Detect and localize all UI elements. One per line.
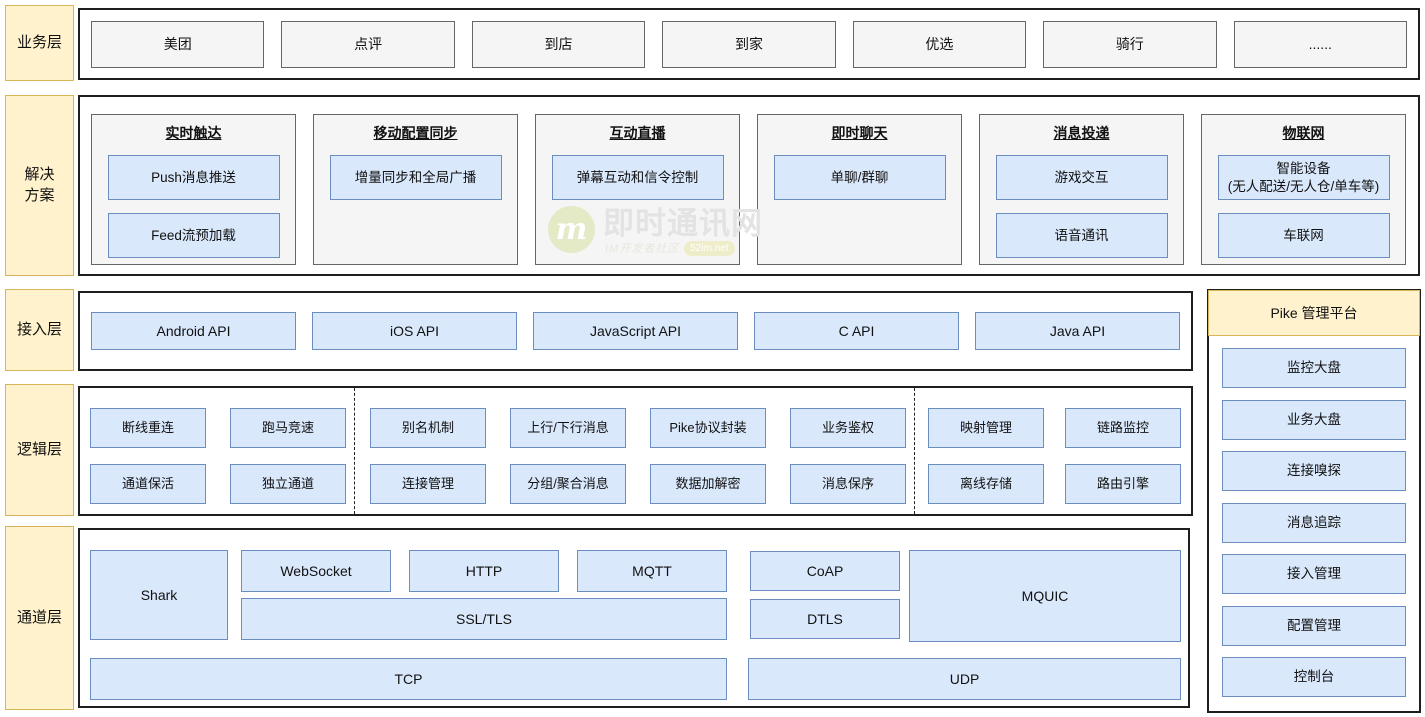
layer-label-business: 业务层: [5, 5, 74, 81]
logic-item: 业务鉴权: [790, 408, 906, 448]
pike-item: 控制台: [1222, 657, 1406, 697]
solution-item: 增量同步和全局广播: [329, 155, 502, 200]
pike-item: 连接嗅探: [1222, 451, 1406, 491]
business-item: 点评: [281, 20, 455, 68]
solution-card: 互动直播 弹幕互动和信令控制: [535, 114, 740, 265]
business-item: 美团: [91, 20, 265, 68]
pike-item: 接入管理: [1222, 554, 1406, 594]
business-item: 到家: [662, 20, 836, 68]
solution-item: 弹幕互动和信令控制: [551, 155, 724, 200]
business-item: 骑行: [1043, 20, 1217, 68]
solution-item: 语音通讯: [995, 213, 1168, 258]
logic-item: 跑马竞速: [230, 408, 346, 448]
api-item: Android API: [91, 312, 296, 350]
layer-label-logic: 逻辑层: [5, 384, 74, 516]
logic-item: 消息保序: [790, 464, 906, 504]
solution-item: Feed流预加载: [107, 213, 280, 258]
solution-card-title: 实时触达: [165, 125, 222, 141]
access-layer-frame: Android API iOS API JavaScript API C API…: [78, 291, 1193, 371]
dashed-separator: [354, 388, 355, 514]
logic-item: 别名机制: [370, 408, 486, 448]
solution-card-title: 互动直播: [609, 125, 666, 141]
channel-item-websocket: WebSocket: [241, 550, 391, 592]
layer-label-channel: 通道层: [5, 526, 74, 710]
pike-panel-items: 监控大盘 业务大盘 连接嗅探 消息追踪 接入管理 配置管理 控制台: [1209, 348, 1419, 697]
pike-item: 业务大盘: [1222, 399, 1406, 440]
solution-item: 智能设备 (无人配送/无人仓/单车等): [1217, 155, 1390, 200]
business-layer-frame: 美团 点评 到店 到家 优选 骑行 ......: [78, 8, 1420, 80]
solution-item: 游戏交互: [995, 155, 1168, 200]
solutions-layer-frame: 实时触达 Push消息推送 Feed流预加载 移动配置同步 增量同步和全局广播 …: [78, 95, 1420, 276]
logic-item: 映射管理: [928, 408, 1044, 448]
api-item: Java API: [975, 312, 1180, 350]
solution-item: Push消息推送: [107, 155, 280, 200]
solution-card: 消息投递 游戏交互 语音通讯: [979, 114, 1184, 265]
channel-layer-frame: Shark WebSocket HTTP MQTT SSL/TLS TCP Co…: [78, 528, 1190, 708]
channel-item-udp: UDP: [748, 658, 1181, 700]
pike-panel-title: Pike 管理平台: [1208, 290, 1420, 336]
solution-card: 实时触达 Push消息推送 Feed流预加载: [91, 114, 296, 265]
channel-item-ssltls: SSL/TLS: [241, 598, 727, 640]
logic-item: 独立通道: [230, 464, 346, 504]
logic-item: 连接管理: [370, 464, 486, 504]
business-item: 优选: [852, 20, 1027, 68]
channel-item-http: HTTP: [409, 550, 559, 592]
solution-card-title: 即时聊天: [831, 125, 888, 141]
logic-item: 上行/下行消息: [510, 408, 626, 448]
logic-item: 链路监控: [1065, 408, 1181, 448]
dashed-separator: [914, 388, 915, 514]
channel-item-mqtt: MQTT: [577, 550, 727, 592]
solution-card-title: 消息投递: [1053, 125, 1110, 141]
channel-item-dtls: DTLS: [750, 599, 900, 639]
business-item: 到店: [471, 20, 646, 68]
api-item: iOS API: [312, 312, 517, 350]
layer-label-solutions: 解决 方案: [5, 95, 74, 276]
logic-item: 离线存储: [928, 464, 1044, 504]
solution-card-title: 移动配置同步: [373, 125, 458, 141]
pike-management-panel: Pike 管理平台 监控大盘 业务大盘 连接嗅探 消息追踪 接入管理 配置管理 …: [1207, 289, 1421, 713]
solution-card: 即时聊天 单聊/群聊: [757, 114, 962, 265]
logic-item: 分组/聚合消息: [510, 464, 626, 504]
channel-item-shark: Shark: [90, 550, 228, 640]
solution-item: 车联网: [1217, 213, 1390, 258]
logic-item: 通道保活: [90, 464, 206, 504]
solution-card: 移动配置同步 增量同步和全局广播: [313, 114, 518, 265]
solution-card: 物联网 智能设备 (无人配送/无人仓/单车等) 车联网: [1201, 114, 1406, 265]
channel-item-tcp: TCP: [90, 658, 727, 700]
api-item: JavaScript API: [533, 312, 738, 350]
logic-item: 数据加解密: [650, 464, 766, 504]
logic-item: 断线重连: [90, 408, 206, 448]
business-item: ......: [1233, 20, 1407, 68]
pike-item: 监控大盘: [1222, 348, 1406, 388]
logic-item: Pike协议封装: [650, 408, 766, 448]
solution-item: 单聊/群聊: [773, 155, 946, 200]
channel-item-coap: CoAP: [750, 551, 900, 591]
pike-item: 配置管理: [1222, 605, 1406, 646]
solution-card-title: 物联网: [1282, 125, 1325, 141]
channel-item-mquic: MQUIC: [909, 550, 1181, 642]
logic-item: 路由引擎: [1065, 464, 1181, 504]
api-item: C API: [754, 312, 959, 350]
pike-item: 消息追踪: [1222, 502, 1406, 543]
logic-layer-frame: 断线重连 跑马竞速 别名机制 上行/下行消息 Pike协议封装 业务鉴权 映射管…: [78, 386, 1193, 516]
layer-label-access: 接入层: [5, 289, 74, 371]
